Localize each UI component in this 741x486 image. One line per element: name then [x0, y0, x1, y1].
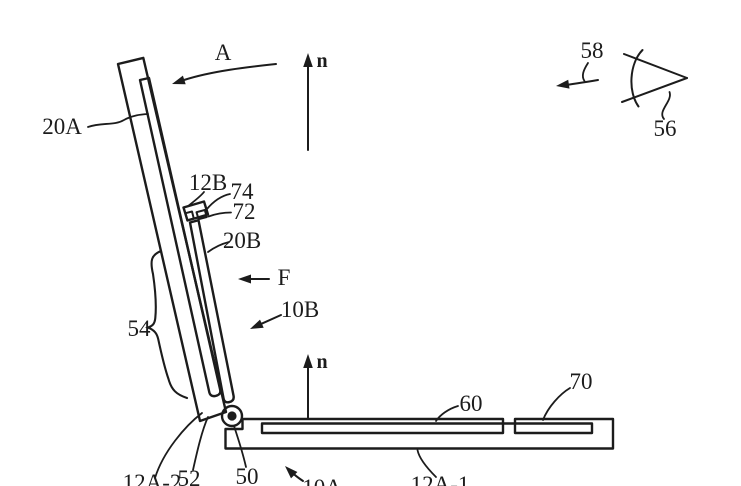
label-10b: 10B	[281, 297, 319, 322]
label-56: 56	[654, 116, 677, 141]
rotation-arrow-a-head	[172, 76, 186, 85]
label-58: 58	[581, 38, 604, 63]
label-54: 54	[128, 316, 152, 341]
base-slot-60	[262, 424, 503, 434]
label-72: 72	[233, 199, 256, 224]
label-12a1: 12A-1	[411, 472, 470, 486]
label-10a: 10A	[302, 475, 342, 486]
label-n-top: n	[316, 50, 327, 72]
normal-arrow-bottom-head	[303, 354, 313, 368]
lid-assembly	[118, 58, 234, 421]
rotation-arrow-a	[184, 64, 276, 80]
leader-72	[209, 213, 232, 217]
hinge-pivot-dot	[227, 411, 236, 420]
label-20a: 20A	[42, 114, 82, 139]
label-50: 50	[236, 464, 259, 486]
leader-20a	[88, 114, 148, 127]
lid-inner-panel-outline	[140, 78, 220, 396]
base-assembly	[226, 419, 614, 449]
label-70: 70	[570, 369, 593, 394]
label-f: F	[278, 265, 291, 290]
label-60: 60	[460, 391, 483, 416]
hinge-assembly	[222, 406, 242, 426]
label-n-bottom: n	[316, 351, 327, 373]
label-a: A	[215, 40, 232, 65]
leader-lines	[88, 63, 670, 478]
view-arrow-58-head	[556, 80, 570, 89]
leader-50	[234, 426, 246, 467]
pointer-arrow-10b-head	[250, 320, 264, 329]
clip-notch-outline	[186, 212, 194, 221]
base-slot-70	[515, 424, 592, 434]
leader-74	[207, 194, 231, 210]
lid-housing-outline	[118, 58, 226, 421]
normal-arrow-top-head	[303, 53, 313, 67]
label-20b: 20B	[223, 228, 261, 253]
component-72-outline	[197, 210, 207, 219]
viewer-eye-icon	[622, 50, 687, 107]
label-12b: 12B	[189, 170, 227, 195]
label-12a2: 12A-2	[123, 470, 182, 486]
leader-58	[583, 63, 588, 81]
leader-70	[543, 388, 570, 420]
force-arrow-f-head	[238, 275, 251, 284]
brace-54	[148, 251, 187, 398]
label-52: 52	[178, 466, 201, 486]
pointer-arrow-10b	[260, 315, 281, 324]
leader-52	[193, 417, 208, 470]
leader-56	[662, 92, 670, 119]
